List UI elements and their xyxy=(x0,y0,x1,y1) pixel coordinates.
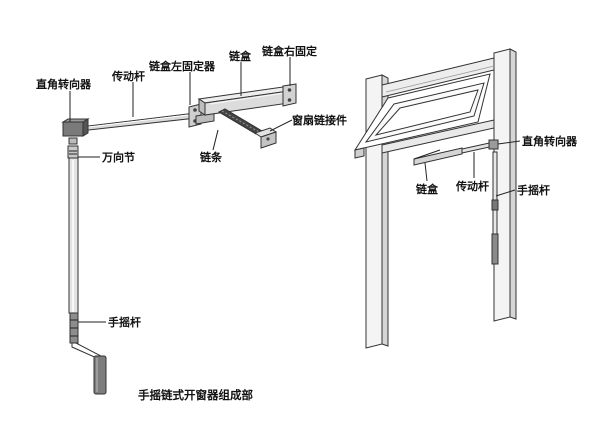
right-chain-box xyxy=(413,147,463,166)
sash-chain-connector xyxy=(253,127,278,149)
labels: 直角转向器 传动杆 链盒左固定器 链盒 链盒右固定 窗扇链接件 链条 万向节 手… xyxy=(36,44,578,402)
hand-crank xyxy=(69,312,107,395)
right-assembly xyxy=(353,48,521,349)
window-frame-top-beam xyxy=(381,57,495,98)
universal-joint xyxy=(67,137,79,159)
chain-box-right-bracket xyxy=(282,83,297,107)
label-right-transmission-rod: 传动杆 xyxy=(455,179,489,193)
window-frame-sill xyxy=(381,119,495,154)
diagram-caption: 手摇链式开窗器组成部 xyxy=(138,388,253,402)
label-transmission-rod: 传动杆 xyxy=(111,69,145,83)
label-right-angle-converter: 直角转向器 xyxy=(36,77,92,91)
left-assembly xyxy=(61,57,297,395)
label-chain-box: 链盒 xyxy=(229,49,252,63)
label-chain: 链条 xyxy=(200,150,223,164)
chain-box-left-bracket xyxy=(188,103,215,128)
label-sash-chain-connector: 窗扇链接件 xyxy=(292,113,347,127)
transmission-rod-left xyxy=(79,112,197,132)
right-angle-converter-box xyxy=(61,118,90,137)
label-right-right-angle-converter: 直角转向器 xyxy=(522,134,578,148)
label-hand-crank-rod: 手摇杆 xyxy=(108,315,141,329)
label-chain-box-left-bracket: 链盒左固定器 xyxy=(149,59,216,73)
chain-box-housing xyxy=(197,86,291,116)
left-leader-lines xyxy=(69,57,293,323)
chain xyxy=(217,108,264,135)
window-sash-open xyxy=(353,73,491,159)
vertical-drive-rod xyxy=(68,157,79,314)
label-right-chain-box: 链盒 xyxy=(416,182,439,196)
label-right-hand-crank-rod: 手摇杆 xyxy=(517,183,550,197)
right-leader-lines xyxy=(424,140,521,197)
label-universal-joint: 万向节 xyxy=(101,150,135,164)
right-vertical-rod xyxy=(491,151,499,265)
right-angle-converter-small xyxy=(488,139,499,150)
label-chain-box-right-bracket: 链盒右固定 xyxy=(262,44,317,58)
